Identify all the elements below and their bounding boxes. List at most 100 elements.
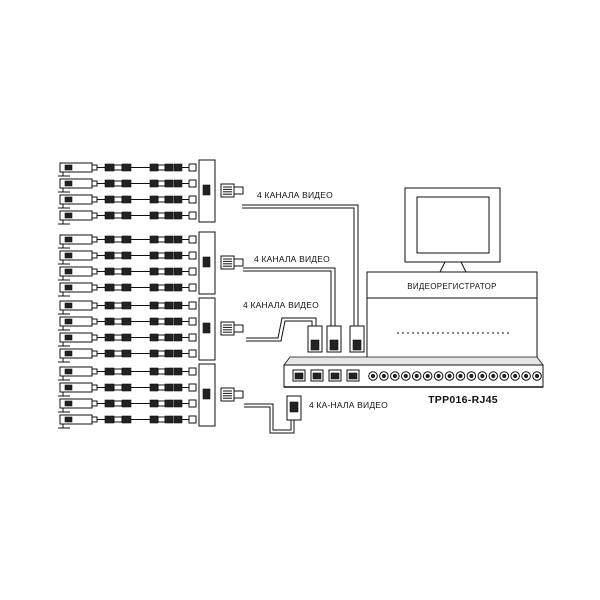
bnc-connector-icon [149, 267, 183, 276]
rj45-plug-icon [220, 387, 244, 402]
cable-group-2 [243, 267, 336, 336]
balun-port-icon [188, 195, 197, 204]
camera-row [58, 210, 197, 225]
balun-port-icon [188, 163, 197, 172]
camera-icon [58, 266, 98, 281]
rj45-plug-icon [220, 321, 244, 336]
balun-port-icon [188, 367, 197, 376]
hub-bnc-port-icon [379, 371, 389, 381]
rj45-plug-icon [220, 255, 244, 270]
hub-plug-4-loose [286, 395, 302, 421]
bnc-connector-icon [149, 179, 183, 188]
monitor-icon [404, 187, 501, 274]
cable-group-3 [246, 317, 317, 342]
camera-row [58, 316, 197, 331]
camera-row [58, 348, 197, 363]
hub-bnc-port-icon [390, 371, 400, 381]
camera-icon [58, 414, 98, 429]
cable-label-2: 4 КАНАЛА ВИДЕО [254, 254, 330, 264]
camera-row [58, 282, 197, 297]
camera-row [58, 266, 197, 281]
bnc-connector-icon [149, 333, 183, 342]
balun-port-icon [188, 235, 197, 244]
camera-row [58, 178, 197, 193]
balun-rj45-jack-icon [202, 256, 211, 268]
hub-model-label: TPP016-RJ45 [428, 394, 498, 406]
bnc-connector-icon [149, 301, 183, 310]
camera-group-2 [58, 231, 244, 297]
camera-row [58, 250, 197, 265]
bnc-connector-icon [149, 415, 183, 424]
bnc-connector-icon [104, 211, 132, 220]
bnc-connector-icon [149, 195, 183, 204]
camera-icon [58, 366, 98, 381]
bnc-connector-icon [149, 251, 183, 260]
hub-bnc-port-icon [488, 371, 499, 381]
bnc-connector-icon [149, 349, 183, 358]
balun-rj45-jack-icon [202, 388, 211, 400]
hub-bnc-port-icon [477, 371, 488, 381]
bnc-connector-icon [104, 283, 132, 292]
bnc-connector-icon [104, 333, 132, 342]
bnc-connector-icon [104, 317, 132, 326]
hub-bnc-port-icon [510, 371, 520, 381]
cable-group-4 [244, 403, 295, 434]
hub-rj45-port-icon [292, 369, 306, 382]
cable-label-4: 4 КА-НАЛА ВИДЕО [309, 400, 388, 410]
hub-bnc-port-icon [411, 371, 422, 381]
bnc-connector-icon [149, 383, 183, 392]
bnc-connector-icon [149, 283, 183, 292]
hub-device: TPP016-RJ45 [283, 356, 544, 406]
cable-label-1: 4 КАНАЛА ВИДЕО [257, 190, 333, 200]
dvr-box: ВИДЕОРЕГИСТРАТОР [366, 271, 538, 358]
bnc-connector-icon [104, 301, 132, 310]
balun-port-icon [188, 383, 197, 392]
hub-rj45-port-icon [328, 369, 342, 382]
bnc-connector-icon [104, 195, 132, 204]
camera-icon [58, 250, 98, 265]
hub-rj45-port-icon [310, 369, 324, 382]
balun-port-icon [188, 301, 197, 310]
camera-icon [58, 194, 98, 209]
balun-port-icon [188, 349, 197, 358]
camera-row [58, 382, 197, 397]
balun-port-icon [188, 317, 197, 326]
hub-bnc-port-icon [466, 371, 477, 381]
cable-group-1 [242, 204, 359, 336]
bnc-connector-icon [104, 163, 132, 172]
balun-rj45-jack-icon [202, 184, 211, 196]
hub-bnc-port-icon [499, 371, 510, 381]
bnc-connector-icon [104, 367, 132, 376]
hub-bnc-port-icon [521, 371, 531, 381]
bnc-connector-icon [104, 349, 132, 358]
bnc-connector-icon [149, 367, 183, 376]
hub-plug-1 [349, 325, 365, 353]
bnc-connector-icon [104, 383, 132, 392]
balun-port-icon [188, 415, 197, 424]
camera-icon [58, 300, 98, 315]
camera-icon [58, 398, 98, 413]
camera-row [58, 194, 197, 209]
hub-bnc-port-icon [422, 371, 433, 381]
camera-group-3 [58, 297, 244, 363]
balun-port-icon [188, 179, 197, 188]
camera-group-1 [58, 159, 244, 225]
balun-port-icon [188, 333, 197, 342]
bnc-connector-icon [104, 235, 132, 244]
hub-bnc-port-icon [433, 371, 444, 381]
camera-icon [58, 210, 98, 225]
bnc-connector-icon [149, 235, 183, 244]
camera-row [58, 398, 197, 413]
balun-rj45-jack-icon [202, 322, 211, 334]
bnc-connector-icon [104, 179, 132, 188]
bnc-connector-icon [149, 317, 183, 326]
hub-plug-3 [307, 325, 323, 353]
camera-row [58, 234, 197, 249]
camera-row [58, 366, 197, 381]
bnc-connector-icon [104, 267, 132, 276]
camera-icon [58, 234, 98, 249]
hub-bnc-port-icon [368, 371, 378, 381]
balun-port-icon [188, 251, 197, 260]
camera-groups [58, 159, 244, 429]
hub-bnc-port-icon [401, 371, 411, 381]
